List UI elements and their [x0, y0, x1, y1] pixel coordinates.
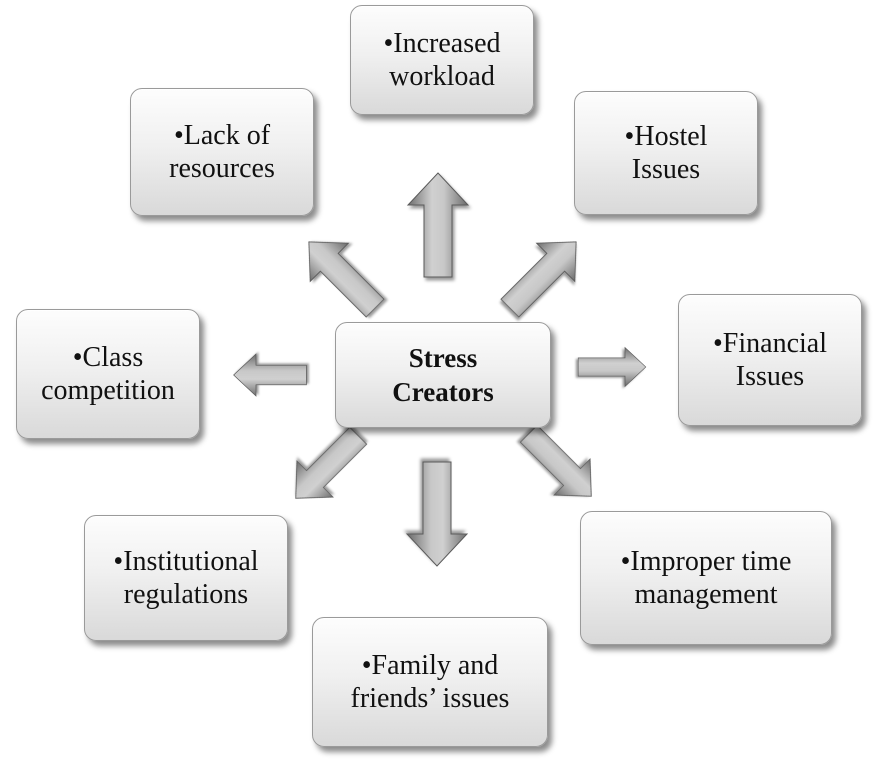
node-class-competition: •Class competition [16, 309, 200, 439]
node-institutional-regulations: •Institutional regulations [84, 515, 288, 641]
node-label-line2: workload [389, 61, 495, 92]
node-label-line2: Issues [631, 154, 701, 185]
node-label-line1: •Improper time [620, 546, 792, 577]
node-label-line1: •Increased [383, 28, 501, 59]
node-improper-time-management: •Improper time management [580, 511, 832, 645]
node-label-line2: resources [169, 153, 275, 184]
arrow-left [233, 353, 307, 397]
node-label-line1: •Family and [361, 650, 499, 681]
arrow-up [407, 172, 469, 278]
node-label-line2: competition [41, 375, 175, 406]
arrow-up-left [289, 222, 395, 328]
arrow-down [406, 461, 468, 567]
node-label-line2: management [634, 579, 778, 610]
node-increased-workload: •Increased workload [350, 5, 534, 115]
node-label-line2: regulations [123, 579, 249, 610]
node-label-line1: •Financial [713, 328, 827, 359]
node-label-line2: Issues [735, 361, 805, 392]
node-lack-of-resources: •Lack of resources [130, 88, 314, 216]
arrow-down-left [277, 417, 377, 517]
node-hostel-issues: •Hostel Issues [574, 91, 758, 215]
node-label-line1: •Lack of [173, 120, 271, 151]
node-family-friends-issues: •Family and friends’ issues [312, 617, 548, 747]
arrow-down-right [510, 415, 610, 515]
center-node-stress-creators: Stress Creators [335, 322, 551, 428]
node-label-line2: friends’ issues [350, 683, 510, 714]
node-label-line1: •Institutional [113, 546, 259, 577]
center-title-line2: Creators [392, 377, 494, 407]
node-label-line1: •Hostel [624, 121, 708, 152]
node-financial-issues: •Financial Issues [678, 294, 862, 426]
arrow-up-right [490, 222, 596, 328]
center-title-line1: Stress [408, 343, 478, 373]
node-label-line1: •Class [72, 342, 144, 373]
arrow-right [577, 347, 647, 387]
